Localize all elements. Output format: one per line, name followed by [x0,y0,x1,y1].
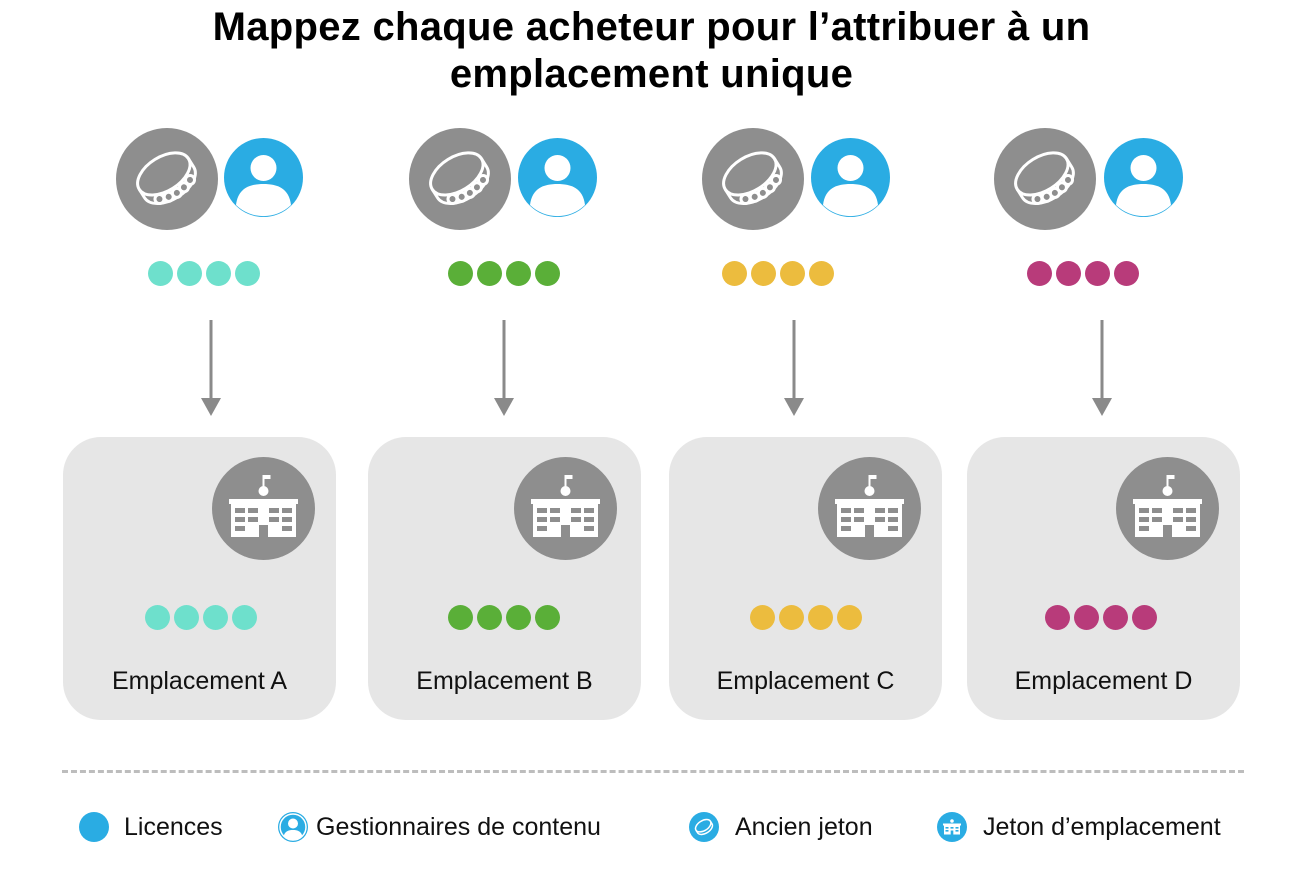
legend-item-content-managers: Gestionnaires de contenu [278,810,601,844]
license-dot [1114,261,1139,286]
legacy-token-icon [689,812,719,842]
building-icon [212,457,315,560]
license-dot [174,605,199,630]
location-card-a: Emplacement A [63,437,336,720]
legend-label: Jeton d’emplacement [983,812,1221,841]
license-dot [1085,261,1110,286]
license-dot [808,605,833,630]
legend-item-location-token: Jeton d’emplacement [937,810,1221,844]
license-dot [1103,605,1128,630]
title-line-1: Mappez chaque acheteur pour l’attribuer … [212,5,1091,49]
license-dot [235,261,260,286]
legacy-token-icon [409,128,511,230]
diagram-title: Mappez chaque acheteur pour l’attribuer … [0,4,1303,98]
license-dot [177,261,202,286]
person-icon [1104,138,1183,217]
license-dot [506,261,531,286]
building-icon [1116,457,1219,560]
person-icon [811,138,890,217]
legend-label: Gestionnaires de contenu [316,812,601,841]
legend-label: Licences [124,812,223,841]
license-dot [1045,605,1070,630]
license-dot [203,605,228,630]
person-icon [224,138,303,217]
person-icon [278,812,308,842]
license-dot [206,261,231,286]
arrow-down-icon [784,320,804,416]
license-dot-icon [79,812,109,842]
license-dot [722,261,747,286]
license-dot [232,605,257,630]
license-dot [145,605,170,630]
location-label-b: Emplacement B [416,667,593,695]
license-dot [506,605,531,630]
location-label-d: Emplacement D [1014,667,1193,695]
legend-divider [62,770,1244,773]
license-dot [779,605,804,630]
license-dot [535,261,560,286]
legend-item-licences: Licences [79,810,223,844]
title-line-2: emplacement unique [449,52,854,96]
license-dot [148,261,173,286]
license-dot [751,261,776,286]
license-dot [1074,605,1099,630]
legend-label: Ancien jeton [735,812,873,841]
license-dot [535,605,560,630]
location-card-d: Emplacement D [967,437,1240,720]
license-dot [448,605,473,630]
license-dot [1056,261,1081,286]
arrow-down-icon [201,320,221,416]
license-dot [1132,605,1157,630]
license-dot [477,261,502,286]
building-icon [937,812,967,842]
location-card-c: Emplacement C [669,437,942,720]
location-card-b: Emplacement B [368,437,641,720]
arrow-down-icon [1092,320,1112,416]
license-dot [448,261,473,286]
legend-item-legacy-token: Ancien jeton [689,810,873,844]
legacy-token-icon [994,128,1096,230]
license-dot [837,605,862,630]
person-icon [518,138,597,217]
license-dot [780,261,805,286]
building-icon [818,457,921,560]
building-icon [514,457,617,560]
arrow-down-icon [494,320,514,416]
license-dot [750,605,775,630]
location-label-c: Emplacement C [716,667,895,695]
legacy-token-icon [702,128,804,230]
license-dot [1027,261,1052,286]
legacy-token-icon [116,128,218,230]
location-label-a: Emplacement A [111,667,288,695]
license-dot [809,261,834,286]
license-dot [477,605,502,630]
